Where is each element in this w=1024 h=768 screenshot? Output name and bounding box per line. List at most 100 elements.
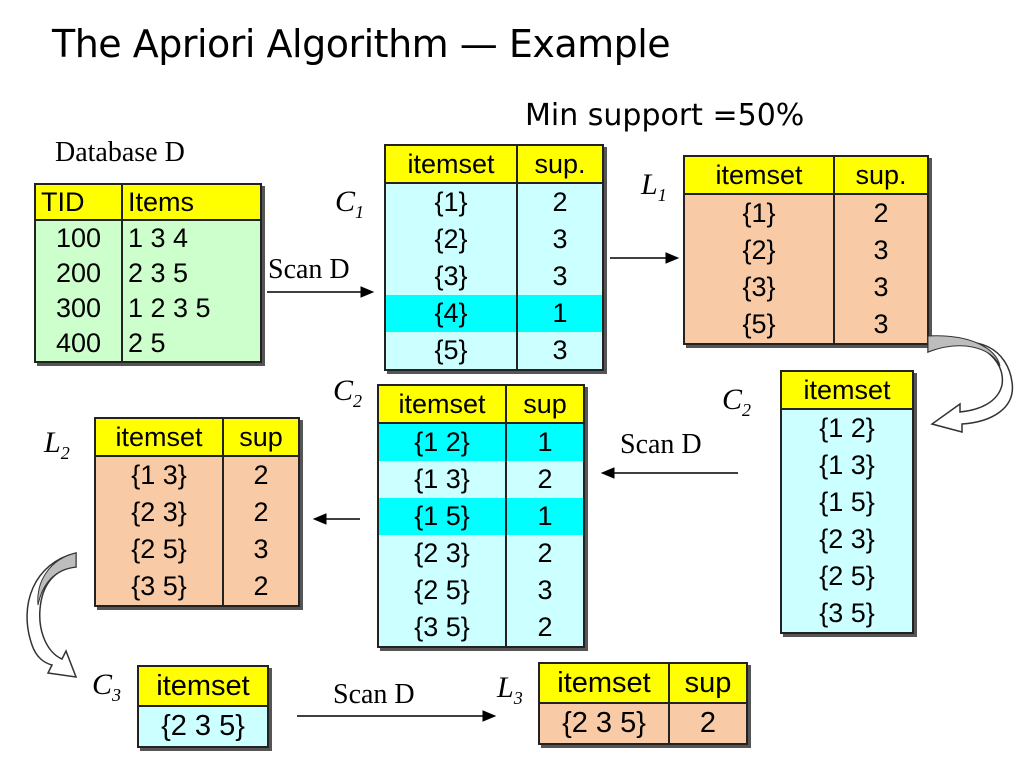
db-cell: 200 xyxy=(34,256,123,291)
table-row: {2 3} xyxy=(780,521,914,558)
db-cell: 2 3 5 xyxy=(121,256,262,291)
l1-cell: 3 xyxy=(833,306,929,345)
c2_right-cell: {1 5} xyxy=(780,484,914,521)
l1-cell: {1} xyxy=(683,194,835,232)
l2-header-0: itemset xyxy=(94,417,224,457)
db-cell: 400 xyxy=(34,326,123,363)
c1-cell: 2 xyxy=(516,183,604,221)
l3-cell: 2 xyxy=(668,703,748,745)
table-row: {1 2} xyxy=(780,409,914,447)
l1-cell: {3} xyxy=(683,269,835,306)
table-row: {2 5}3 xyxy=(377,572,585,609)
table-row: {1}2 xyxy=(683,194,929,232)
c2_right-cell: {1 3} xyxy=(780,447,914,484)
table-row: {3 5}2 xyxy=(377,609,585,648)
table-row: {2 3}2 xyxy=(377,535,585,572)
c1-cell: {1} xyxy=(384,183,518,221)
min-support-label: Min support =50% xyxy=(525,98,805,133)
label-c2-mid: C2 xyxy=(333,374,363,411)
c2_mid-cell: {1 5} xyxy=(377,498,507,535)
l1-header-1: sup. xyxy=(833,155,929,195)
c1-cell: 3 xyxy=(516,221,604,258)
l2-cell: {2 5} xyxy=(94,531,224,568)
l3-header-1: sup xyxy=(668,662,748,704)
c2_mid-cell: {2 5} xyxy=(377,572,507,609)
c2_right-cell: {2 5} xyxy=(780,558,914,595)
c1-cell: 3 xyxy=(516,258,604,295)
c2_mid-cell: {3 5} xyxy=(377,609,507,648)
c2_mid-cell: 3 xyxy=(505,572,585,609)
c2_mid-cell: {1 3} xyxy=(377,461,507,498)
c1-cell: {5} xyxy=(384,332,518,371)
table-row: {2 3 5}2 xyxy=(538,703,748,745)
c2_mid-cell: 1 xyxy=(505,423,585,461)
table-row: {1 2}1 xyxy=(377,423,585,461)
c2_right-header-row: itemset xyxy=(780,370,914,410)
l1-cell: 3 xyxy=(833,232,929,269)
scan-label-2: Scan D xyxy=(620,429,702,460)
c2_mid-cell: 2 xyxy=(505,535,585,572)
c1-cell: {4} xyxy=(384,295,518,332)
c2_mid-header-1: sup xyxy=(505,384,585,424)
c1-header-0: itemset xyxy=(384,144,518,184)
l2-cell: 3 xyxy=(222,531,300,568)
arrow-scan-1 xyxy=(267,286,375,298)
l3-header-0: itemset xyxy=(538,662,670,704)
table-row: {1 3} xyxy=(780,447,914,484)
c3-header-row: itemset xyxy=(137,665,269,707)
table-row: {3}3 xyxy=(384,258,604,295)
table-row: {4}1 xyxy=(384,295,604,332)
db-cell: 100 xyxy=(34,220,123,256)
l1-cell: {5} xyxy=(683,306,835,345)
arrow-scan-2 xyxy=(600,467,738,479)
c2_right-cell: {2 3} xyxy=(780,521,914,558)
table-row: {2 3}2 xyxy=(94,494,300,531)
db-cell: 1 2 3 5 xyxy=(121,291,262,326)
c1-cell: {2} xyxy=(384,221,518,258)
table-row: {2 5}3 xyxy=(94,531,300,568)
scan-label-3: Scan D xyxy=(333,679,415,710)
l2-cell: {3 5} xyxy=(94,568,224,607)
db-header-1: Items xyxy=(121,183,262,221)
table-row: {1 5}1 xyxy=(377,498,585,535)
c2_mid-cell: 2 xyxy=(505,461,585,498)
table-row: {2}3 xyxy=(683,232,929,269)
curved-arrow-l1-to-c2 xyxy=(927,335,1014,433)
table-row: {5}3 xyxy=(683,306,929,345)
l2-cell: 2 xyxy=(222,568,300,607)
l2-cell: {2 3} xyxy=(94,494,224,531)
table-row: {5}3 xyxy=(384,332,604,371)
table-row: {2 3 5} xyxy=(137,706,269,748)
l2-cell: 2 xyxy=(222,494,300,531)
db-cell: 2 5 xyxy=(121,326,262,363)
scan-label-1: Scan D xyxy=(268,254,350,285)
table-row: {1}2 xyxy=(384,183,604,221)
table-row: {2}3 xyxy=(384,221,604,258)
c2-candidates-table: itemset{1 2}{1 3}{1 5}{2 3}{2 5}{3 5} xyxy=(780,370,914,634)
c2_mid-cell: 1 xyxy=(505,498,585,535)
label-c2-right: C2 xyxy=(722,383,752,420)
arrow-c1-to-l1 xyxy=(610,252,680,264)
c2_mid-cell: {2 3} xyxy=(377,535,507,572)
label-c3: C3 xyxy=(92,668,122,705)
table-row: {1 3}2 xyxy=(94,456,300,494)
db-cell: 300 xyxy=(34,291,123,326)
l1-cell: {2} xyxy=(683,232,835,269)
table-row: {2 5} xyxy=(780,558,914,595)
l2-cell: 2 xyxy=(222,456,300,494)
table-row: {1 3}2 xyxy=(377,461,585,498)
label-c1: C1 xyxy=(335,185,365,222)
arrow-scan-3 xyxy=(297,710,497,722)
